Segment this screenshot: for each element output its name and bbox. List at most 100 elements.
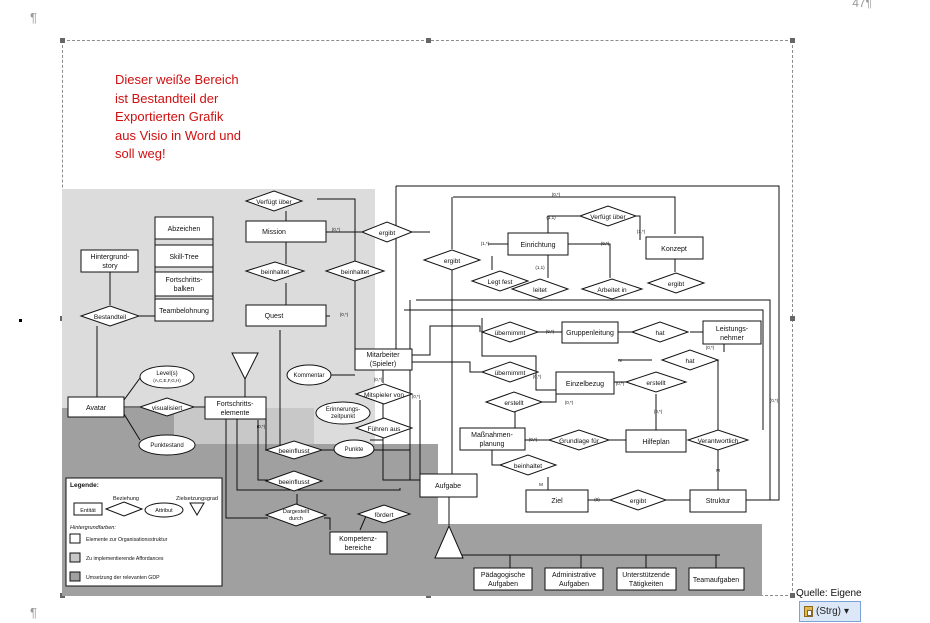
attr-kommentar-label: Kommentar <box>293 373 324 379</box>
legend-beziehung: Beziehung <box>113 496 139 502</box>
rel-beeinflusst-2-label: beeinflusst <box>278 479 309 486</box>
entity-fortschrittselemente <box>204 396 267 420</box>
clipboard-icon <box>804 606 813 617</box>
paste-options-button[interactable]: (Strg) ▾ <box>799 601 861 622</box>
rel-fuehren-aus-label: Führen aus <box>368 426 402 433</box>
entity-administrative-label-1: Administrative <box>552 572 596 579</box>
rel-uebernimmt-2 <box>480 361 540 383</box>
rel-beeinflusst-1 <box>264 440 324 460</box>
rel-ergibt-einrichtung-label: ergibt <box>444 258 460 265</box>
entity-teambelohnung-label: Teambelohnung <box>159 308 209 315</box>
card-konzept-left: (1,*) <box>637 229 646 234</box>
legend-bg-gdp: Umsetzung der relevanten GDP <box>86 575 160 581</box>
entity-konzept <box>645 236 704 260</box>
rel-ergibt-einrichtung <box>422 249 482 271</box>
rel-dargestellt-durch-label-1: Dargestellt <box>283 509 310 515</box>
rel-ergibt-mission <box>360 221 414 243</box>
entity-quest <box>245 304 327 327</box>
resize-handle-tl[interactable] <box>60 38 65 43</box>
card-quest-right: (0,*) <box>340 312 349 317</box>
rel-beinhaltet-mission <box>244 261 306 282</box>
attr-punktestand <box>138 434 196 456</box>
rel-uebernimmt-1-label: übernimmt <box>495 330 526 337</box>
rel-beinhaltet-ziel-label: beinhaltet <box>514 463 542 470</box>
attr-levels-label-1: Level(s) <box>156 371 177 377</box>
note-line-4: aus Visio in Word und <box>115 127 241 143</box>
rel-beeinflusst-2 <box>264 470 324 492</box>
resize-handle-tm[interactable] <box>426 38 431 43</box>
rel-leitet <box>510 278 570 300</box>
entity-einzelbezug <box>555 371 615 395</box>
rel-erstellt-2-label: erstellt <box>646 380 665 387</box>
attr-erinnerungszeitpunkt-label-1: Erinnerungs- <box>326 407 360 413</box>
rel-hat-1-label: hat <box>655 330 664 337</box>
entity-leistungsnehmer-label-1: Leistungs- <box>716 326 749 333</box>
attr-erinnerungszeitpunkt-label-2: zeitpunkt <box>331 414 355 420</box>
entity-quest-label: Quest <box>265 313 284 320</box>
entity-hintergrundstory <box>80 249 139 273</box>
entity-massnahmenplanung-label-1: Maßnahmen- <box>471 432 513 439</box>
card-mitspieler-right: (0,*) <box>412 394 421 399</box>
rel-foerdert-label: fördert <box>375 512 394 519</box>
card-fortschritt-down: (0,*) <box>257 424 266 429</box>
rel-beinhaltet-right-label: beinhaltet <box>341 269 369 276</box>
card-einrichtung-right: (0,*) <box>601 241 610 246</box>
rel-erstellt-1-label: erstellt <box>504 400 523 407</box>
resize-handle-br[interactable] <box>790 593 795 598</box>
resize-handle-mr[interactable] <box>790 316 795 321</box>
rel-mitspieler-von-label: Mitspieler von <box>364 392 404 399</box>
card-einrichtung-top: (1,1) <box>546 215 556 220</box>
attr-erinnerungszeitpunkt <box>315 401 371 425</box>
resize-handle-tr[interactable] <box>790 38 795 43</box>
entity-struktur-label: Struktur <box>706 498 731 505</box>
card-hilfeplan-top: (0,*) <box>654 409 663 414</box>
entity-mitarbeiter-label-1: Mitarbeiter <box>366 352 400 359</box>
entity-skill-tree-label: Skill-Tree <box>169 254 198 261</box>
entity-avatar <box>67 396 125 418</box>
entity-fortschrittselemente-label-2: elemente <box>221 410 250 417</box>
card-leistungsnehmer: (0,*) <box>706 345 715 350</box>
entity-unterstuetzende-taetigkeiten <box>616 567 677 591</box>
entity-paedagogische-label-1: Pädagogische <box>481 572 525 579</box>
card-grundlage-left: (0,*) <box>529 437 538 442</box>
rel-verantwortlich-label: Verantwortlich <box>698 438 739 445</box>
entity-aufgabe <box>419 473 478 498</box>
entity-konzept-label: Konzept <box>661 246 687 253</box>
rel-uebernimmt-2-label: übernimmt <box>495 370 526 377</box>
legend-zielsetzung: Zielsetzungsgrad <box>176 496 218 502</box>
entity-ziel <box>525 489 589 513</box>
rel-verfuegt-ueber-top <box>244 190 304 212</box>
card-mitspieler-left: (0,*) <box>374 377 383 382</box>
rel-visualisiert <box>138 397 196 417</box>
rel-verfuegt-ueber-konzept-label: Verfügt über <box>590 214 626 221</box>
entity-mitarbeiter <box>354 348 413 371</box>
page-number: 47¶ <box>852 0 872 10</box>
card-top-right: (0,*) <box>552 192 561 197</box>
entity-unterstuetzende-label-2: Tätigkeiten <box>629 581 663 588</box>
rel-ergibt-konzept <box>646 272 706 294</box>
attr-levels-label-2: (A,C,E,F,G,H) <box>153 378 181 383</box>
card-struktur-m: M <box>716 468 720 473</box>
card-erstellt-left: (0,*) <box>565 400 574 405</box>
rel-hat-1 <box>630 321 690 343</box>
legend-attribut: Attribut <box>155 508 173 514</box>
note-line-3: Exportierten Grafik <box>115 109 224 124</box>
rel-grundlage-fuer-label: Grundlage für <box>559 438 600 445</box>
source-caption: Quelle: Eigene <box>796 588 862 599</box>
paste-options-label: (Strg) <box>816 606 841 617</box>
attr-punkte-label: Punkte <box>345 447 364 453</box>
card-mission-ergibt: (0,*) <box>332 227 341 232</box>
rel-verfuegt-ueber-konzept <box>578 205 638 227</box>
rel-verantwortlich <box>686 429 750 451</box>
entity-hilfeplan-label: Hilfeplan <box>642 439 669 446</box>
entity-avatar-label: Avatar <box>86 405 107 412</box>
entity-massnahmenplanung <box>459 427 526 451</box>
card-einzelbezug-right: (0,*) <box>616 381 625 386</box>
entity-aufgabe-label: Aufgabe <box>435 483 461 490</box>
entity-kompetenzbereiche <box>329 531 388 555</box>
card-ziel-left: (0) <box>594 497 600 502</box>
rel-legt-fest-label: Legt fest <box>488 279 513 286</box>
attr-punktestand-label: Punktestand <box>150 443 183 449</box>
rel-beinhaltet-ziel <box>498 454 558 476</box>
